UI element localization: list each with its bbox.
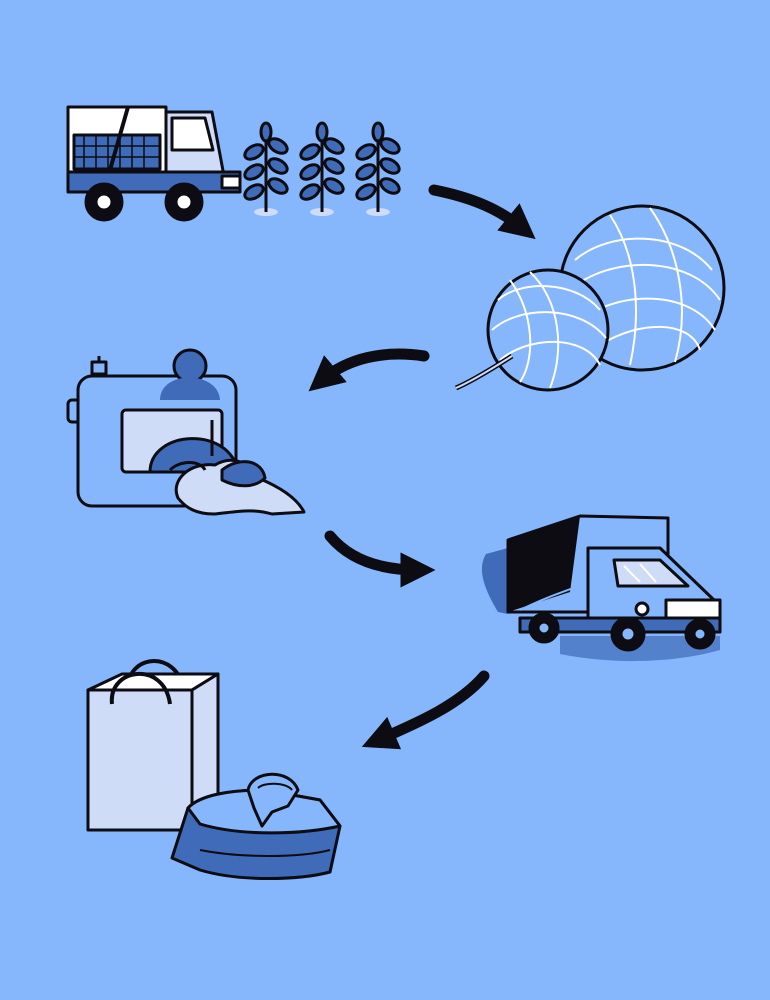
sewing-machine-icon xyxy=(66,348,306,516)
cotton-plants-icon xyxy=(243,121,401,216)
folded-shirt-icon xyxy=(170,772,342,880)
harvester-and-cotton-plants-icon xyxy=(66,105,401,222)
arrow-sewing-to-shipping xyxy=(324,530,436,588)
shopping-bag-icon xyxy=(86,659,220,832)
arrow-yarn-to-sewing xyxy=(308,348,430,392)
flow-arrows xyxy=(308,184,536,750)
arrow-shipping-to-retail xyxy=(361,670,490,750)
delivery-truck-icon xyxy=(481,514,722,662)
harvester-icon xyxy=(66,105,242,222)
yarn-balls-icon xyxy=(455,204,726,392)
arrow-farming-to-yarn xyxy=(428,184,536,240)
shopping-bag-and-folded-shirt-icon xyxy=(86,659,342,880)
